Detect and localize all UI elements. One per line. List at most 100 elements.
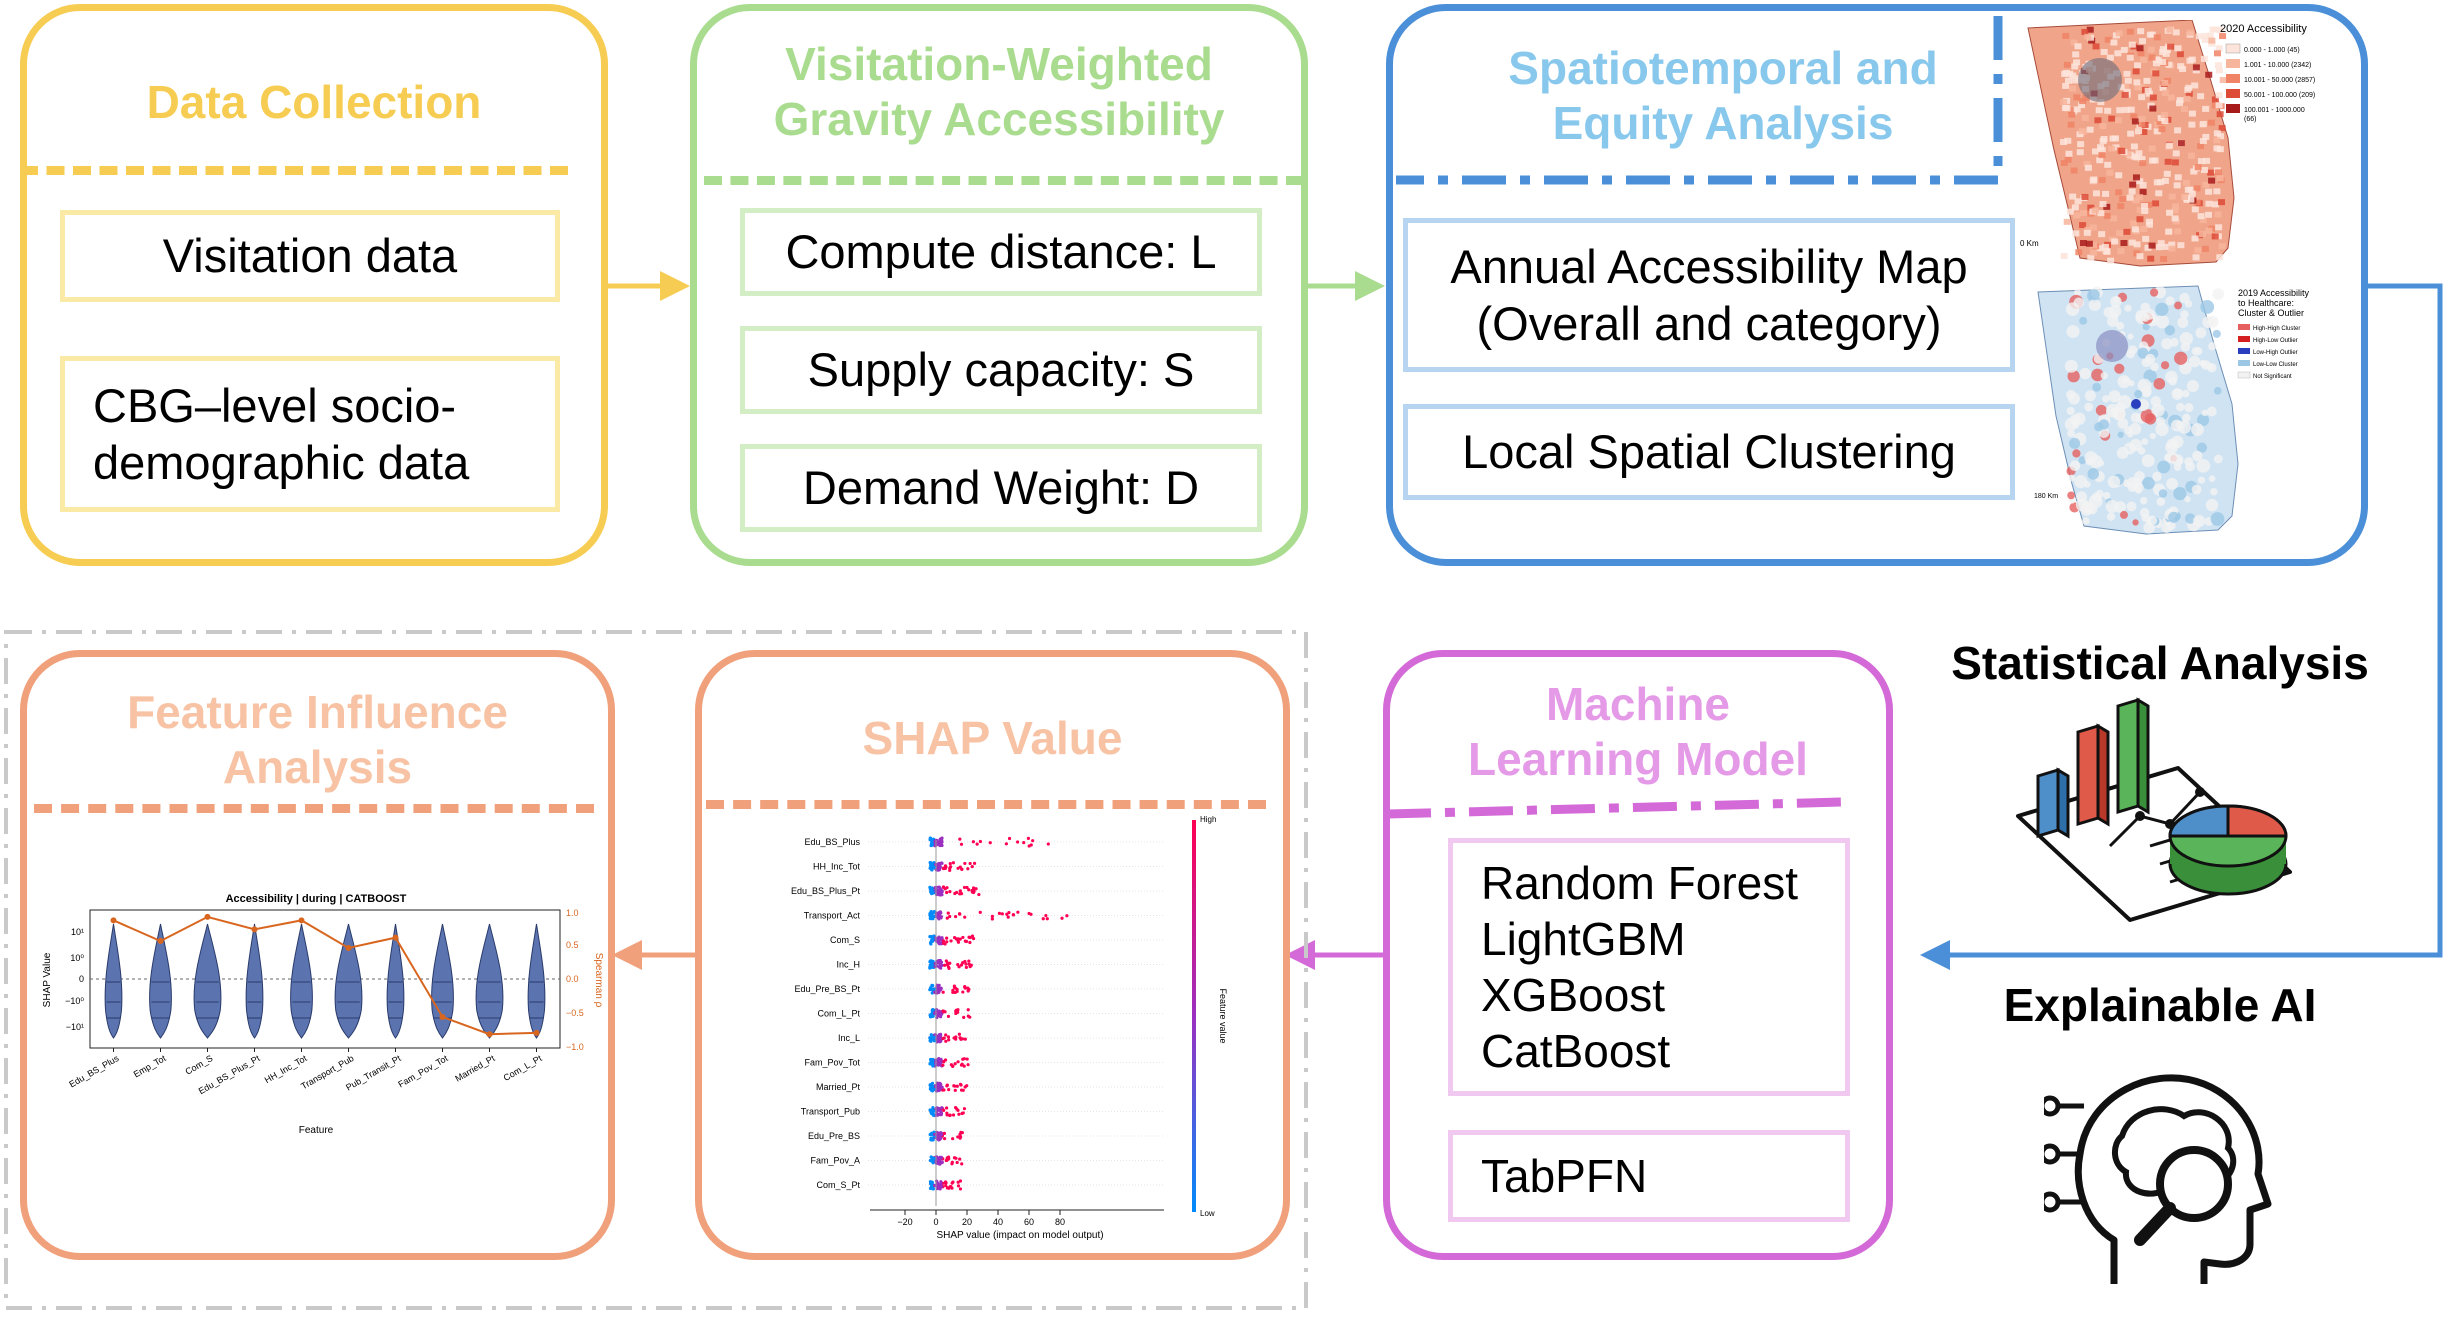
map1-cell bbox=[2156, 119, 2164, 126]
map2-cell bbox=[2067, 429, 2075, 438]
shap-point bbox=[936, 891, 940, 895]
map1-cell bbox=[2103, 203, 2111, 210]
map2-cell bbox=[2078, 456, 2087, 465]
spearman-point bbox=[204, 913, 211, 920]
spearman-line bbox=[113, 915, 537, 1036]
map1-cell bbox=[2171, 207, 2179, 214]
map2-cell bbox=[2171, 388, 2184, 400]
shap-point bbox=[957, 1112, 961, 1116]
shap-point bbox=[960, 1037, 965, 1041]
map2-cell bbox=[2174, 301, 2182, 310]
map1-cell bbox=[2152, 56, 2160, 63]
shap-point bbox=[928, 1186, 933, 1191]
map1-cell bbox=[2191, 206, 2199, 213]
map1-cell bbox=[2202, 181, 2210, 188]
shap-point bbox=[938, 1039, 942, 1043]
map2-cell bbox=[2186, 380, 2199, 393]
svg-text:High-High Cluster: High-High Cluster bbox=[2253, 326, 2300, 332]
shap-point bbox=[928, 965, 932, 969]
shap-point bbox=[958, 1157, 962, 1161]
map1-cell bbox=[2155, 190, 2163, 197]
shap-feature-label: Edu_Pre_BS bbox=[808, 1131, 860, 1141]
map2-cell bbox=[2127, 333, 2134, 340]
shap-point bbox=[963, 861, 967, 866]
map2-cell bbox=[2208, 342, 2217, 351]
map1-cell bbox=[2072, 230, 2080, 237]
fi-x-tick: Edu_BS_Plus bbox=[67, 1053, 121, 1090]
map1-cell bbox=[2174, 45, 2182, 52]
fi-x-tick: Com_L_Pt bbox=[502, 1053, 544, 1083]
map1-cell bbox=[2128, 41, 2136, 48]
map1-cell bbox=[2096, 157, 2104, 164]
map2-cell bbox=[2184, 496, 2191, 503]
map1-cell bbox=[2145, 218, 2153, 225]
map1-cell bbox=[2132, 174, 2140, 181]
map1-cell bbox=[2123, 228, 2131, 235]
map2-cell bbox=[2158, 489, 2168, 498]
map1-cell bbox=[2162, 50, 2170, 57]
shap-point bbox=[968, 861, 972, 866]
map1-cell bbox=[2073, 59, 2081, 66]
map1-cell bbox=[2194, 164, 2202, 171]
map1-cell bbox=[2183, 95, 2191, 102]
map2-cell bbox=[2166, 520, 2176, 531]
map1-cell bbox=[2137, 50, 2145, 57]
fi-x-tick: Emp_Tot bbox=[132, 1053, 168, 1080]
map2-cell bbox=[2182, 413, 2191, 423]
shap-point bbox=[967, 959, 971, 963]
spearman-point bbox=[486, 1031, 493, 1038]
map1-cell bbox=[2124, 150, 2132, 157]
map2-cell bbox=[2142, 476, 2155, 490]
feature-influence-panel: Feature Influence Analysis bbox=[20, 650, 615, 1260]
map1-cell bbox=[2160, 256, 2168, 263]
map1-cell bbox=[2218, 243, 2226, 250]
fi-y-ticks-right: 1.0 0.5 0.0 −0.5 −1.0 bbox=[566, 908, 584, 1052]
shap-point bbox=[954, 914, 958, 919]
fi-violin bbox=[431, 923, 454, 1039]
shap-x-axis-label: SHAP value (impact on model output) bbox=[936, 1230, 1103, 1241]
shap-point bbox=[1000, 912, 1004, 916]
map1-cell bbox=[2083, 229, 2091, 236]
shap-point bbox=[1027, 911, 1031, 916]
map1-cell bbox=[2103, 212, 2111, 219]
map1-cell bbox=[2179, 66, 2187, 73]
shap-point bbox=[946, 1014, 951, 1018]
map1-cell bbox=[2084, 164, 2092, 171]
map2-cell bbox=[2122, 377, 2129, 384]
map2-cell bbox=[2213, 387, 2222, 395]
map2-cell bbox=[2073, 297, 2085, 308]
shap-point bbox=[948, 861, 952, 866]
shap-point bbox=[931, 1064, 935, 1068]
map1-cell bbox=[2120, 46, 2128, 53]
map2-cell bbox=[2107, 475, 2121, 489]
map2-cell bbox=[2175, 420, 2183, 429]
shap-point bbox=[936, 1132, 941, 1136]
map2-cell bbox=[2144, 353, 2156, 365]
map2-cell bbox=[2198, 476, 2206, 484]
map2-cell bbox=[2137, 447, 2146, 455]
map1-cell bbox=[2073, 212, 2081, 219]
shap-point bbox=[932, 1132, 937, 1137]
shap-point bbox=[939, 861, 944, 865]
map1-cell bbox=[2205, 227, 2213, 234]
map1-cell bbox=[2157, 240, 2165, 247]
svg-text:10¹: 10¹ bbox=[71, 927, 84, 937]
map1-cell bbox=[2197, 213, 2205, 220]
shap-point bbox=[942, 1137, 947, 1141]
shap-point bbox=[953, 990, 957, 995]
shap-point bbox=[961, 1111, 965, 1115]
shap-point bbox=[959, 891, 964, 896]
shap-point bbox=[1004, 842, 1008, 846]
map1-cell bbox=[2152, 70, 2160, 77]
map1-cell bbox=[2060, 99, 2068, 106]
map1-cell bbox=[2115, 189, 2123, 196]
map1-cell bbox=[2079, 240, 2087, 247]
svg-text:10⁰: 10⁰ bbox=[70, 953, 84, 963]
map1-cell bbox=[2157, 115, 2165, 122]
map1-cell bbox=[2129, 181, 2137, 188]
map1-cell bbox=[2203, 157, 2211, 164]
map2-cell bbox=[2160, 361, 2170, 370]
svg-text:−1.0: −1.0 bbox=[566, 1042, 584, 1052]
shap-point bbox=[964, 962, 968, 966]
map2-cell bbox=[2079, 316, 2088, 325]
